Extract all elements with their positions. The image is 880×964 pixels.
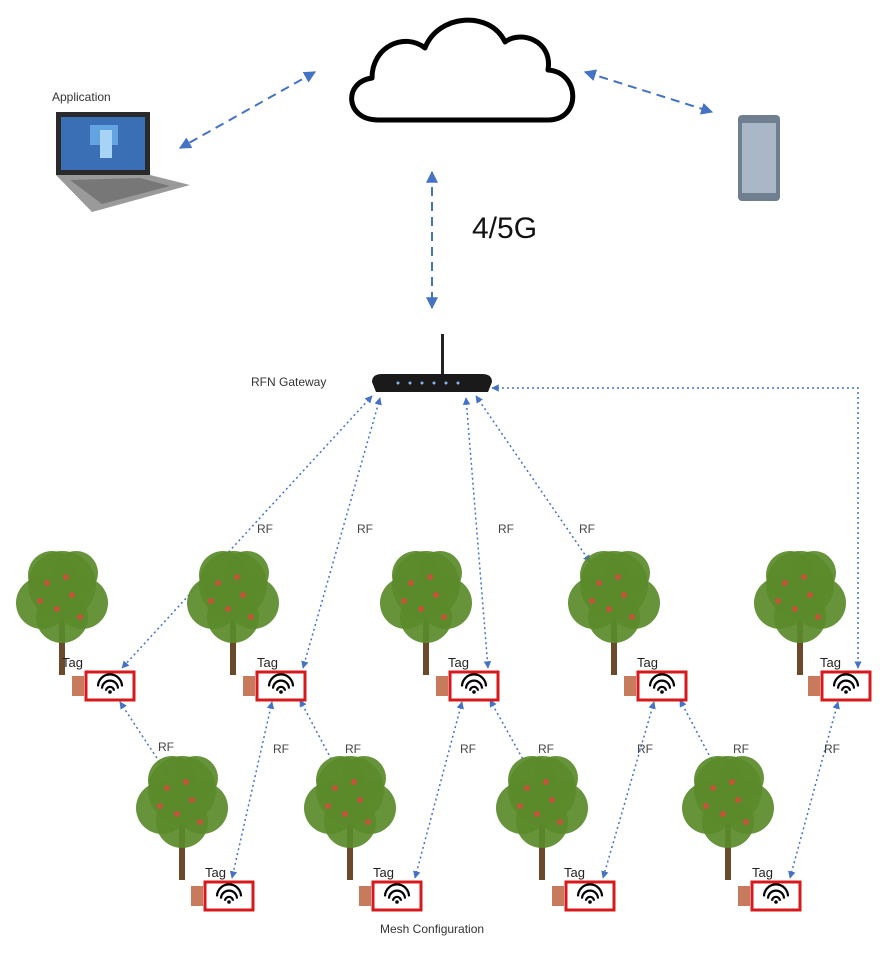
rf-link [679,699,719,773]
rf-link-label: RF [538,742,554,756]
tag-device [243,670,307,702]
network-label: 4/5G [472,212,538,245]
tag-label: Tag [820,655,841,670]
wifi-icon [96,673,124,694]
tree-icon [187,551,279,675]
rf-link-label: RF [637,742,653,756]
gateway-label: RFN Gateway [251,375,327,389]
rf-link [475,395,591,563]
router-icon [372,334,492,392]
tag-label: Tag [752,865,773,880]
tree-icon [568,551,660,675]
rf-link [489,699,531,773]
rf-link [299,699,339,773]
rf-link-label: RF [273,742,289,756]
tag-device [191,880,255,912]
tag-device [359,880,423,912]
rf-link [301,397,382,669]
tree-icon [496,756,588,880]
rf-link-label: RF [257,522,273,536]
rf-link [788,701,840,879]
cloud-icon [349,17,576,123]
tree-icon [682,756,774,880]
tag-device [552,880,616,912]
wifi-icon [267,673,295,694]
tag-label: Tag [448,655,469,670]
wifi-icon [648,673,676,694]
tag-label: Tag [62,655,83,670]
rf-links [119,384,862,879]
rf-link-label: RF [345,742,361,756]
tag-label: Tag [637,655,658,670]
tag-device [808,670,872,702]
mesh-nodes [16,551,872,912]
rf-link-label: RF [357,522,373,536]
phone-icon [738,115,780,201]
tag-device [738,880,802,912]
rf-link-label: RF [824,742,840,756]
tree-icon [16,551,108,675]
tree-icon [304,756,396,880]
wifi-icon [383,883,411,904]
tree-icon [380,551,472,675]
rf-link-label: RF [498,522,514,536]
laptop-icon [56,112,190,212]
tag-label: Tag [373,865,394,880]
tag-label: Tag [564,865,585,880]
rf-link [229,701,275,879]
rf-link-label: RF [158,740,174,754]
wifi-icon [215,883,243,904]
wifi-icon [460,673,488,694]
rf-link [462,397,492,669]
tag-label: Tag [257,655,278,670]
wifi-icon [576,883,604,904]
wifi-icon [762,883,790,904]
application-label: Application [52,90,111,104]
rf-link [601,701,656,879]
wifi-icon [832,673,860,694]
rf-link-label: RF [579,522,595,536]
tree-icon [136,756,228,880]
tree-icon [754,551,846,675]
rf-link-label: RF [733,742,749,756]
rf-link [413,701,464,879]
rf-link-label: RF [460,742,476,756]
mesh-configuration-label: Mesh Configuration [380,922,485,936]
tag-device [72,670,136,702]
tag-label: Tag [205,865,226,880]
tag-device [624,670,688,702]
rf-link [491,384,862,669]
tag-device [436,670,500,702]
cloud-links [178,69,714,310]
